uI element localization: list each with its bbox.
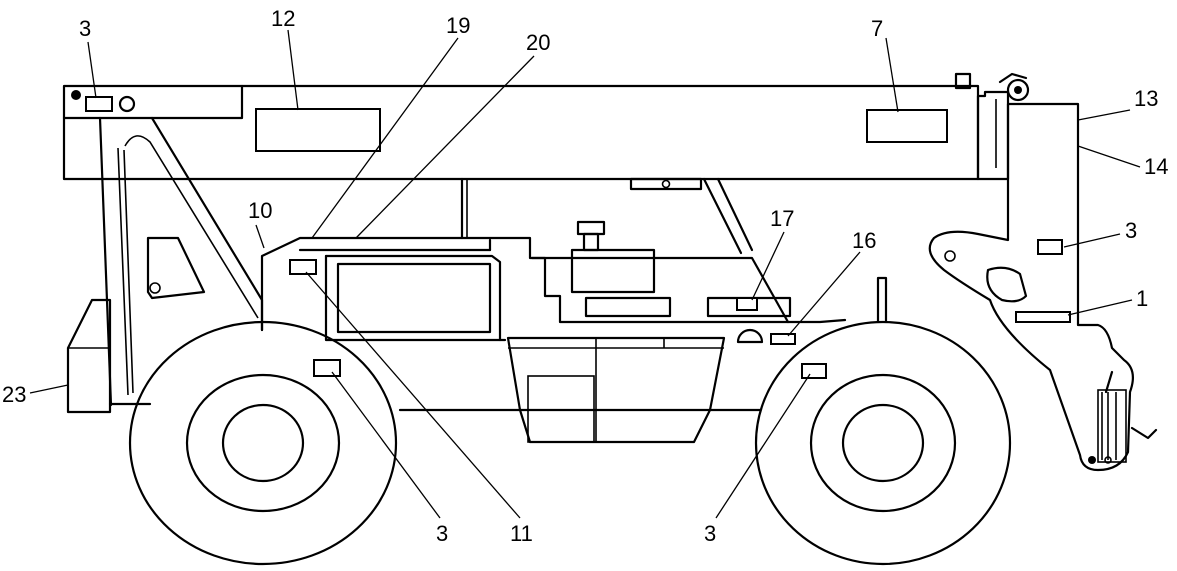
callout-3: 3	[79, 16, 91, 41]
leader-lines	[29, 29, 1141, 519]
rear-wheel	[128, 320, 398, 566]
rear-mast	[98, 116, 264, 407]
callout-3: 3	[704, 521, 716, 546]
callout-labels: 3 12 19 20 7 13 14 10 17 16 3 1 23 3 11 …	[2, 6, 1168, 546]
callout-13: 13	[1134, 86, 1158, 111]
decal-7	[866, 109, 948, 143]
decal-markers	[85, 96, 1071, 379]
decal-17	[736, 297, 758, 311]
front-carriage	[928, 102, 1158, 472]
decal-11	[289, 259, 317, 275]
callout-20: 20	[526, 30, 550, 55]
counterweight	[66, 298, 112, 414]
callout-17: 17	[770, 206, 794, 231]
callout-23: 23	[2, 382, 26, 407]
callout-3: 3	[1125, 218, 1137, 243]
decal-16	[770, 333, 796, 345]
front-wheel	[754, 320, 1012, 566]
decal-1	[1015, 311, 1071, 323]
carrier-frame	[108, 220, 888, 444]
boom	[62, 72, 1030, 255]
decal-3-carriage	[1037, 239, 1063, 255]
callout-3: 3	[436, 521, 448, 546]
decal-12	[255, 108, 381, 152]
decal-3-boom-end	[85, 96, 113, 112]
callout-10: 10	[248, 198, 272, 223]
decal-3-rear-fender	[313, 359, 341, 377]
callout-7: 7	[871, 16, 883, 41]
callout-19: 19	[446, 13, 470, 38]
callout-12: 12	[271, 6, 295, 31]
callout-1: 1	[1136, 286, 1148, 311]
callout-11: 11	[510, 521, 533, 546]
callout-16: 16	[852, 228, 876, 253]
decal-3-front-fender	[801, 363, 827, 379]
callout-14: 14	[1144, 154, 1168, 179]
